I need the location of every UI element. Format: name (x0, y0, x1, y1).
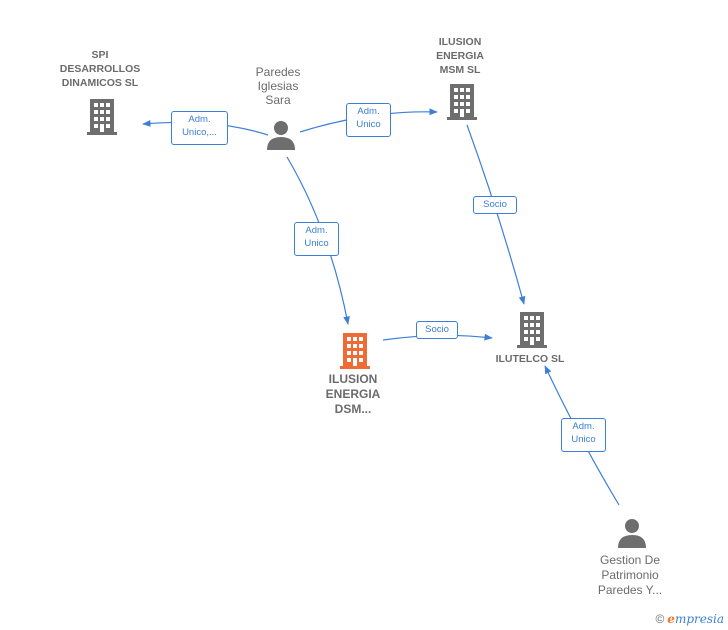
building-icon[interactable] (87, 99, 117, 135)
label-line: Sara (265, 93, 291, 107)
edge-label-line: Adm. (305, 225, 328, 236)
edge-label-line: Adm. (572, 421, 595, 432)
person-icon[interactable] (617, 518, 647, 548)
edge-label-line: Adm. (188, 114, 211, 125)
label-line: ILUTELCO SL (495, 353, 565, 365)
label-line: Gestion De (599, 553, 661, 567)
edge-msm-ilutelco (466, 124, 526, 305)
label-line: MSM SL (439, 64, 481, 76)
node-label-dsm[interactable]: ILUSION ENERGIA DSM... (303, 372, 403, 417)
copyright-symbol: © (655, 612, 665, 626)
building-icon[interactable] (447, 84, 477, 120)
edge-label-line: Unico (356, 119, 381, 130)
label-line: Paredes (255, 65, 301, 79)
person-icon[interactable] (266, 120, 296, 150)
brand-logo-text: mpresia (674, 612, 724, 626)
node-label-paredes[interactable]: Paredes Iglesias Sara (238, 65, 318, 107)
edge-label-line: Unico (571, 434, 596, 445)
edge-label-adm-unico[interactable]: Adm. Unico (294, 222, 339, 256)
edge-label-adm-unico[interactable]: Adm. Unico,... (171, 111, 228, 145)
label-line: Paredes Y... (597, 583, 663, 597)
brand-footer: ©empresia (655, 612, 724, 626)
edge-label-line: Socio (483, 199, 507, 210)
label-line: DESARROLLOS (59, 63, 141, 75)
label-line: Patrimonio (601, 568, 659, 582)
label-line: ILUSION (328, 372, 378, 386)
node-label-msm[interactable]: ILUSION ENERGIA MSM SL (410, 35, 510, 77)
node-label-spi[interactable]: SPI DESARROLLOS DINAMICOS SL (40, 48, 160, 90)
label-line: Iglesias (257, 79, 299, 93)
edge-label-socio[interactable]: Socio (473, 196, 517, 214)
label-line: ENERGIA (436, 50, 484, 62)
building-icon[interactable] (517, 312, 547, 348)
node-label-ilutelco[interactable]: ILUTELCO SL (480, 352, 580, 366)
building-icon[interactable] (340, 333, 370, 369)
edge-label-line: Unico,... (182, 127, 217, 138)
label-line: SPI (91, 49, 109, 61)
edge-label-socio[interactable]: Socio (416, 321, 458, 339)
label-line: DINAMICOS SL (61, 77, 139, 89)
edge-label-adm-unico[interactable]: Adm. Unico (346, 103, 391, 137)
edge-label-line: Unico (304, 238, 329, 249)
label-line: ENERGIA (325, 387, 381, 401)
brand-logo-e: e (667, 612, 675, 626)
edge-label-adm-unico[interactable]: Adm. Unico (561, 418, 606, 452)
edge-label-line: Adm. (357, 106, 380, 117)
edge-label-line: Socio (425, 324, 449, 335)
node-label-gestion[interactable]: Gestion De Patrimonio Paredes Y... (580, 553, 680, 598)
label-line: ILUSION (438, 36, 482, 48)
label-line: DSM... (334, 402, 372, 416)
